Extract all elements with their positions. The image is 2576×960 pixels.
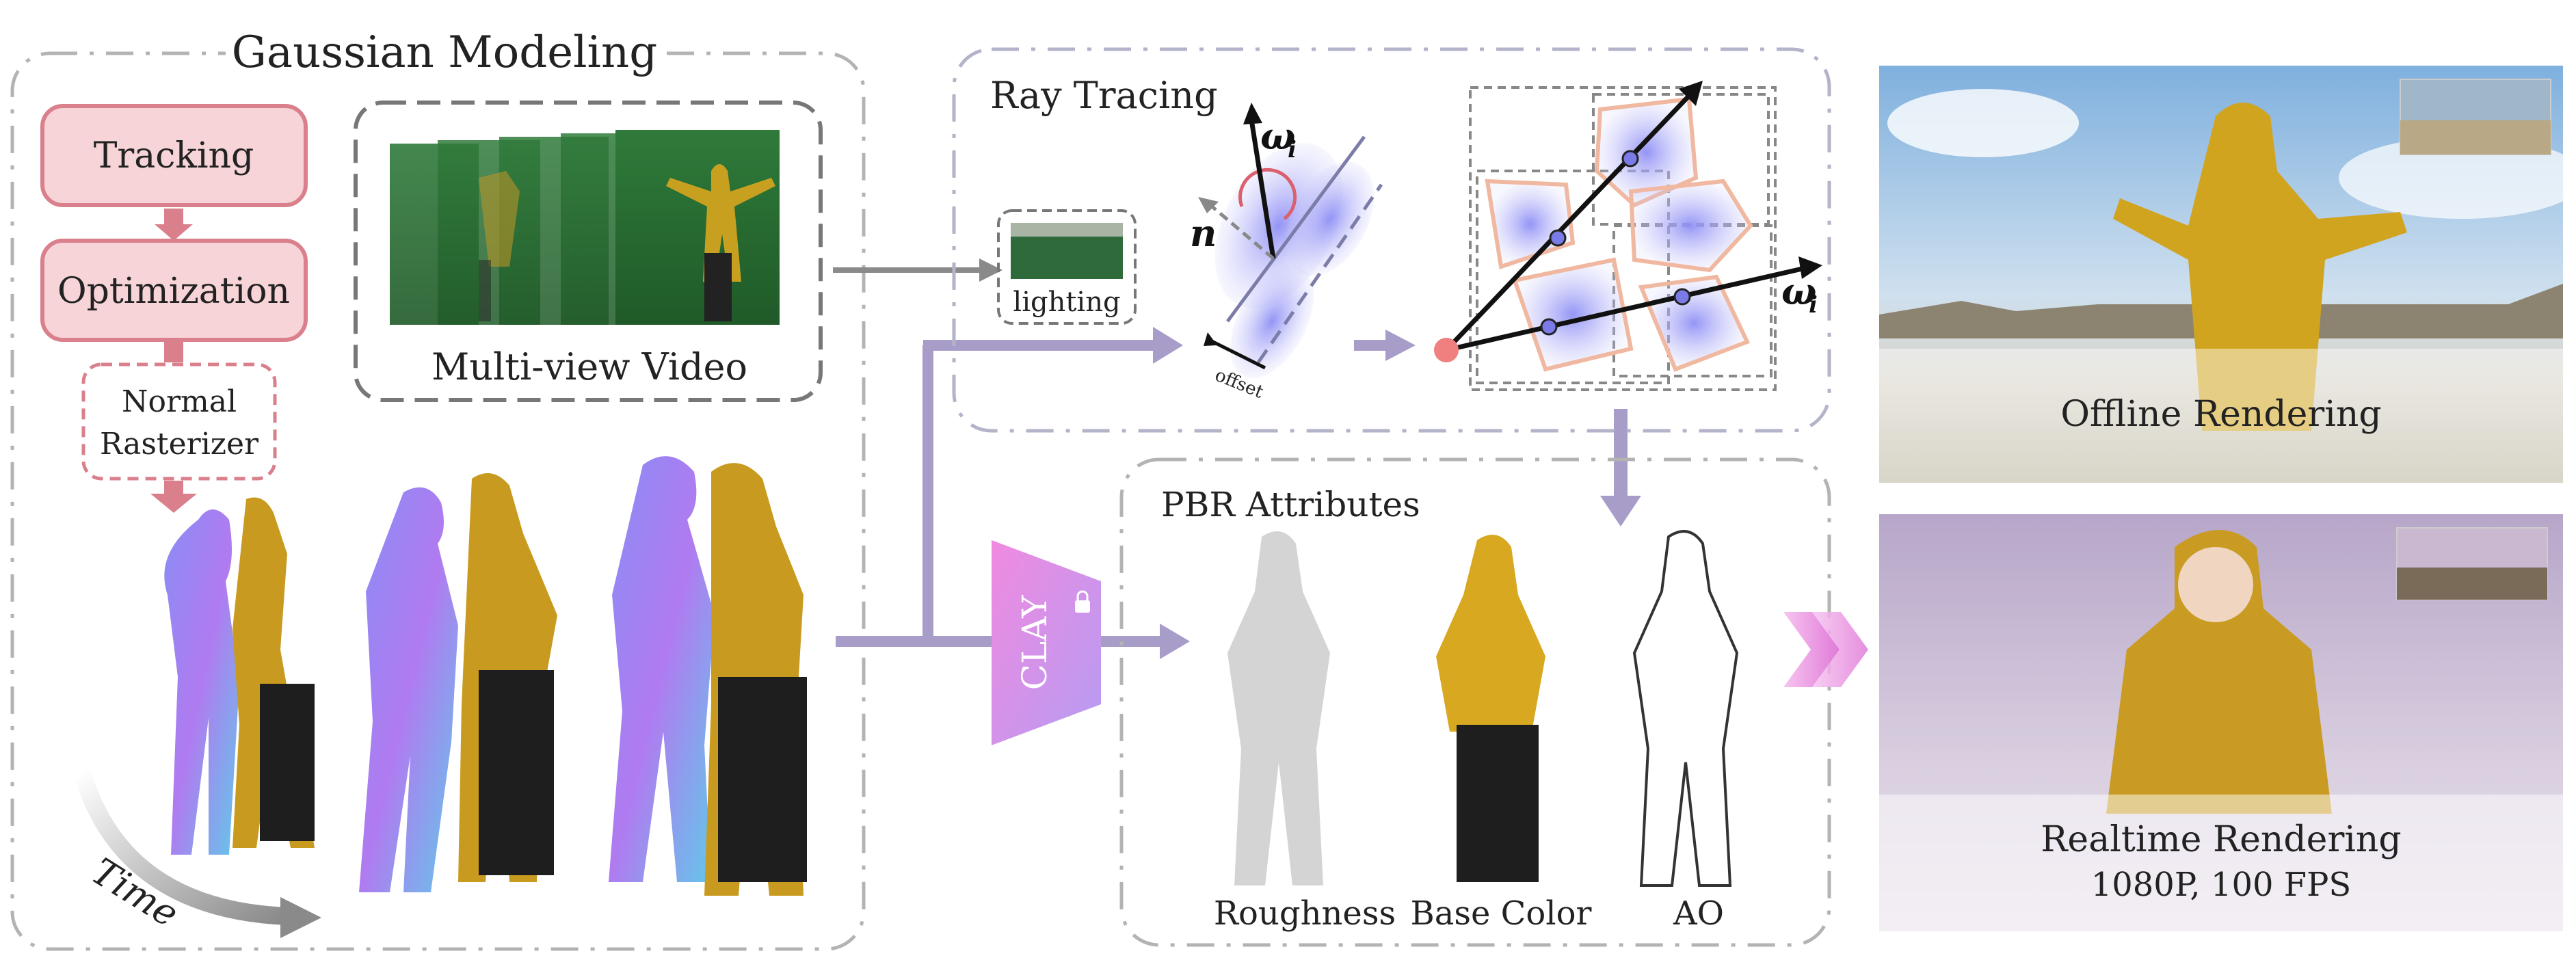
ao-label: AO <box>1673 894 1724 933</box>
offline-rendering-label: Offline Rendering <box>2060 394 2381 435</box>
normal-rasterizer-line1: Normal <box>122 384 237 419</box>
output-chevrons <box>1783 612 1868 687</box>
optimization-label: Optimization <box>57 271 290 312</box>
pbr-attributes-panel: PBR Attributes Roughness Base Color AO <box>1119 457 1831 947</box>
lighting-label: lighting <box>1013 286 1120 318</box>
omega-sub-2: i <box>1809 291 1818 319</box>
pbr-title: PBR Attributes <box>1161 485 1420 524</box>
roughness-label: Roughness <box>1214 894 1396 933</box>
ray-intersection-illustration <box>1434 81 1822 391</box>
realtime-spec-label: 1080P, 100 FPS <box>2091 866 2352 904</box>
multiview-video-frames <box>390 130 780 325</box>
base-color-label: Base Color <box>1410 894 1591 933</box>
multiview-video-label: Multi-view Video <box>431 345 747 388</box>
ray-tracing-title: Ray Tracing <box>990 74 1218 117</box>
omega-label-1: ω <box>1260 114 1295 158</box>
time-arrow <box>73 764 296 925</box>
realtime-rendering-label: Realtime Rendering <box>2041 819 2401 860</box>
omega-label-2: ω <box>1781 269 1816 313</box>
roughness-figure <box>1227 531 1330 885</box>
gaussian-modeling-panel: Gaussian Modeling Tracking Optimization … <box>10 27 866 951</box>
clay-block: CLAY <box>992 540 1101 745</box>
omega-sub-1: i <box>1288 136 1297 163</box>
ao-figure <box>1632 530 1739 887</box>
gaussian-modeling-title: Gaussian Modeling <box>232 27 657 78</box>
realtime-rendering-image <box>1879 514 2563 931</box>
normal-rasterizer-line2: Rasterizer <box>100 427 259 462</box>
multiview-video-box <box>354 101 823 402</box>
normal-rasterizer-box <box>81 362 277 481</box>
gaussian-blob-illustration <box>1198 103 1383 378</box>
clay-label: CLAY <box>1015 595 1054 691</box>
normal-map-figures <box>164 456 807 896</box>
ray-tracing-panel: Ray Tracing lighting ω i n offset <box>952 47 1831 433</box>
lighting-box <box>997 209 1137 325</box>
optimization-box <box>40 239 308 342</box>
tracking-label: Tracking <box>94 135 254 176</box>
tracking-box <box>40 104 308 207</box>
offline-rendering-image <box>1879 66 2576 483</box>
base-color-figure <box>1436 535 1545 732</box>
normal-label: n <box>1190 211 1217 255</box>
